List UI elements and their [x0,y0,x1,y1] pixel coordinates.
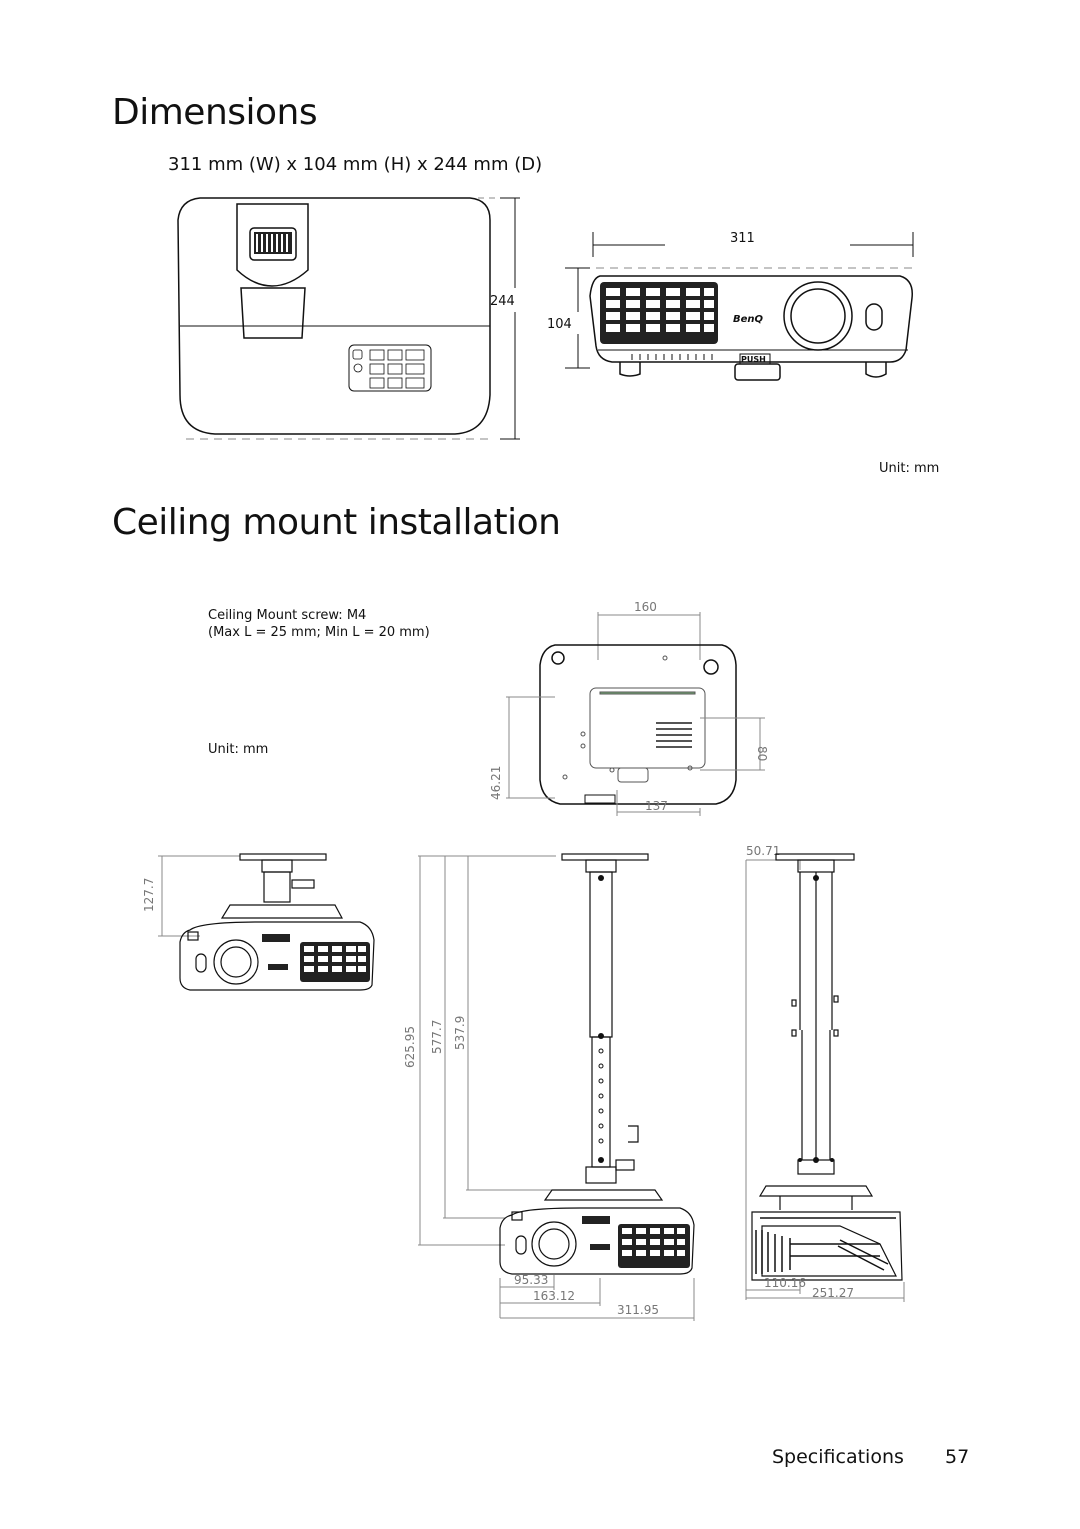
dim-163: 163.12 [533,1289,575,1303]
height-label: 104 [547,317,572,332]
dim-50: 50.71 [746,844,780,858]
dim-95: 95.33 [514,1273,548,1287]
dim-110: 110.16 [764,1276,806,1290]
push-label: PUSH [741,355,766,364]
ceiling-screw-label: Ceiling Mount screw: M4 [208,608,367,623]
ceiling-title: Ceiling mount installation [112,502,561,543]
dim-46: 46.21 [489,766,503,800]
depth-label: 244 [490,294,515,309]
dimensions-unit: Unit: mm [879,461,940,476]
dim-251: 251.27 [812,1286,854,1300]
dim-537: 537.9 [453,1016,467,1050]
dim-80: 80 [755,746,769,761]
dimensions-spec: 311 mm (W) x 104 mm (H) x 244 mm (D) [168,154,543,175]
brand-logo: BenQ [733,314,764,325]
dim-127: 127.7 [142,878,156,912]
dim-577: 577.7 [430,1020,444,1054]
ceiling-unit: Unit: mm [208,742,269,757]
dim-137: 137 [645,799,668,813]
ceiling-screw-length: (Max L = 25 mm; Min L = 20 mm) [208,625,430,640]
dim-160: 160 [634,600,657,614]
dim-311: 311.95 [617,1303,659,1317]
width-label: 311 [730,231,755,246]
dim-625: 625.95 [403,1026,417,1068]
footer-page-number: 57 [945,1446,970,1468]
footer-section: Specifications [772,1446,904,1468]
dimensions-title: Dimensions [112,92,318,133]
